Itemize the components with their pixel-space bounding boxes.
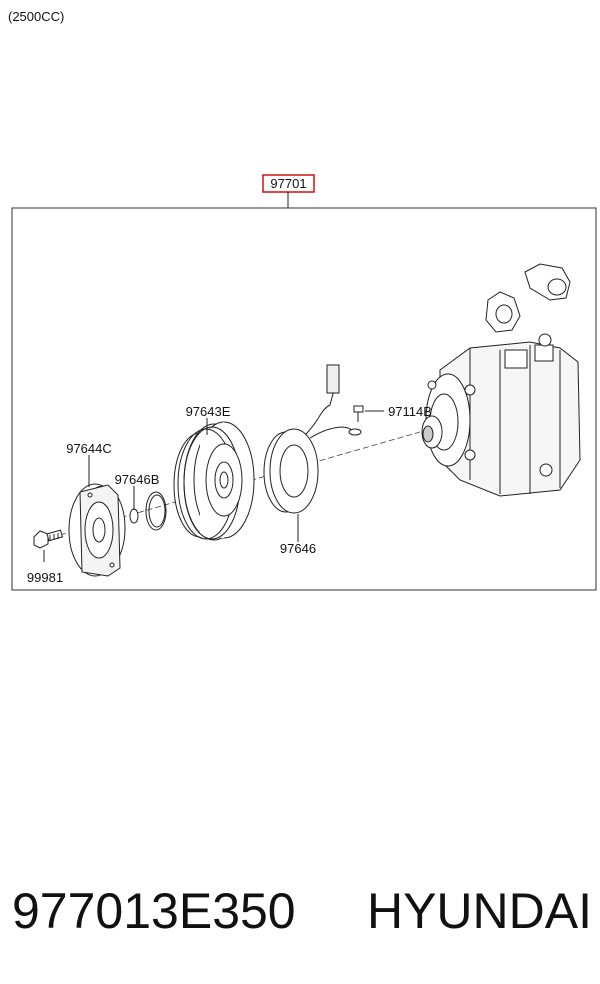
callout-plate: 97644C [66,441,112,456]
leader-lines [43,410,384,562]
part-footer: 977013E350 HYUNDAI [12,876,592,946]
brand-name: HYUNDAI [366,883,592,939]
pressure-plate-part [68,483,126,577]
compressor-body [421,333,581,497]
bolt-part [33,529,64,549]
snap-ring-part [129,491,167,531]
callout-hub: 97643E [186,404,231,419]
engine-variant-note: (2500CC) [8,9,65,24]
callout-coil: 97646 [280,541,316,556]
callout-screw: 97114B [388,404,432,419]
field-coil-part [263,364,362,514]
assembly-reference: 97701 [262,174,315,208]
fitting-parts [485,263,571,333]
screw-part [353,405,364,422]
assembly-frame [11,207,597,591]
pulley-part [173,421,255,541]
reference-number: 97701 [270,176,306,191]
part-number: 977013E350 [12,883,296,939]
callout-bolt: 99981 [27,570,63,585]
callout-snap-ring: 97646B [115,472,160,487]
